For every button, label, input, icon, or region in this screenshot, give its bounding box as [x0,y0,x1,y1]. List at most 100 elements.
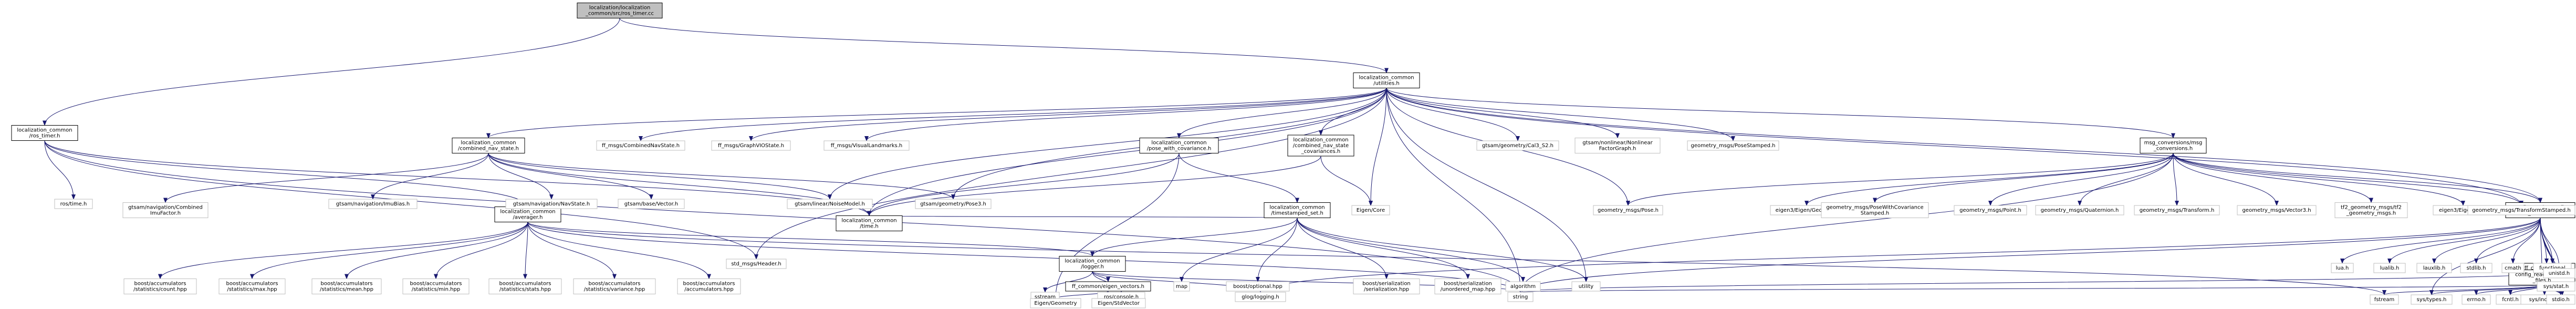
include-edge [1518,272,2547,293]
node-cal3-s2-h: gtsam/geometry/Cal3_S2.h [1476,140,1559,151]
node-label: boost/accumulators [226,281,278,287]
node-label: /statistics/variance.hpp [584,287,645,293]
include-edge [527,222,711,280]
include-edge [2173,153,2542,203]
node-pose3-h: gtsam/geometry/Pose3.h [915,199,992,209]
include-edge [488,153,955,200]
node-combined-nav-state-h[interactable]: localization_common/combined_nav_state.h [452,138,525,153]
include-edge [250,222,528,280]
node-label: glog/logging.h [1242,294,1279,300]
node-averager-h[interactable]: localization_common/averager.h [494,207,561,222]
node-msg-conversions-h[interactable]: msg_conversions/msg_conversions.h [2140,138,2207,153]
include-edge [1386,88,2542,203]
node-unistd-h: unistd.h [2543,268,2575,279]
include-edge [1873,153,2174,203]
node-eigen-vectors-h[interactable]: ff_common/eigen_vectors.h [1065,281,1151,292]
node-vector3-msg: geometry_msgs/Vector3.h [2237,205,2317,215]
node-lauxlib-h: lauxlib.h [2416,263,2452,273]
node-pose-with-covariance-h[interactable]: localization_common/pose_with_covariance… [1139,138,1219,153]
node-label: gtsam/geometry/Pose3.h [920,201,986,207]
node-vector-h: gtsam/base/Vector.h [618,199,685,209]
include-edge [488,153,554,200]
node-stdlib-h: stdlib.h [2460,263,2492,273]
node-label: cmath [2505,265,2521,271]
node-eigen-core: Eigen/Core [1351,205,1390,215]
node-cmath: cmath [2501,263,2525,273]
node-label: boost/accumulators [410,281,462,287]
include-edge [1297,218,1470,280]
node-label: eigen3/Eigen/Core [2439,208,2487,213]
node-label: /statistics/max.hpp [227,287,277,293]
node-label: FactorGraph.h [1599,146,1636,152]
node-ros-time-h: ros/time.h [54,199,93,209]
node-utility: utility [1571,281,1601,292]
include-edge [1805,153,2174,206]
include-edge [1519,285,2542,293]
node-logger-h[interactable]: localization_common/logger.h [1059,256,1126,272]
node-label: geometry_msgs/Vector3.h [2242,208,2311,213]
node-label: localization_common [461,140,516,146]
node-label: gtsam/geometry/Cal3_S2.h [1482,143,1553,149]
include-edge [867,153,1180,217]
include-edge [1386,88,1735,141]
node-label: /averager.h [513,215,543,221]
node-label: fstream [2374,297,2395,303]
node-label: Eigen/Core [1357,208,1385,213]
node-label: sstream [1035,294,1056,300]
include-edge [2173,153,2373,203]
node-label: std_msgs/Header.h [731,261,781,267]
node-utilities-h[interactable]: localization_common/utilities.h [1353,73,1420,88]
node-label: localization_common [1151,140,1206,146]
include-edge [44,140,530,208]
node-fstream: fstream [2370,294,2399,305]
node-label: localization_common [500,209,555,215]
node-label: lua.h [2336,265,2349,271]
node-ros-timer-h[interactable]: localization_common/ros_timer.h [11,125,78,141]
include-edge [1319,88,1387,136]
node-label: Stamped.h [1861,211,1890,217]
include-edge [1386,88,1620,139]
include-edge [867,156,1321,217]
node-label: fcntl.h [2502,297,2519,303]
node-tf2-geometry-msgs: tf2_geometry_msgs/tf2_geometry_msgs.h [2334,202,2408,218]
include-edge [1256,218,1298,282]
node-quaternion-msg: geometry_msgs/Quaternion.h [2035,205,2124,215]
include-edge [44,140,76,200]
node-label: localization_common [17,128,72,133]
node-label: localization_common [1269,205,1324,211]
node-layer: localization/localization_common/src/ros… [11,3,2575,308]
include-edge [1988,153,2174,206]
node-label: sys/stat.h [2543,284,2569,290]
node-label: geometry_msgs/TransformStamped.h [2472,208,2571,213]
include-edge [2078,153,2174,206]
node-sys-types: sys/types.h [2411,294,2453,305]
node-label: localization/localization [589,5,651,11]
node-label: ros/time.h [60,201,87,207]
node-label: /statistics/mean.hpp [320,287,373,293]
node-timestamped-set-h[interactable]: localization_common/timestamped_set.h [1264,202,1331,218]
node-time-h[interactable]: localization_common/time.h [836,215,903,231]
include-edge [869,215,1298,221]
include-edge [754,88,1387,260]
node-label: gtsam/nonlinear/Nonlinear [1582,140,1653,146]
node-acc-stats: boost/accumulators/statistics/stats.hpp [488,279,562,294]
node-label: unistd.h [2549,271,2570,276]
include-edge [2429,218,2541,295]
include-edge [1386,88,1588,282]
include-edge [1386,88,2523,206]
node-label: _files.h [2532,278,2551,284]
node-label: geometry_msgs/PoseStamped.h [1691,143,1776,149]
node-label: ff_msgs/VisualLandmarks.h [831,143,903,149]
include-edge [44,140,1522,293]
node-label: Eigen/Geometry [1034,301,1077,306]
node-label: geometry_msgs/Quaternion.h [2041,208,2119,213]
node-label: /pose_with_covariance.h [1147,146,1212,152]
node-label: utility [1579,284,1594,290]
include-edge [434,222,528,280]
node-label: /combined_nav_state.h [458,146,519,152]
node-combined-nav-state-covariances-h[interactable]: localization_common/combined_nav_state_c… [1287,135,1354,157]
node-lua-h: lua.h [2331,263,2354,273]
include-edge [2540,218,2561,269]
include-edge [619,18,1389,74]
